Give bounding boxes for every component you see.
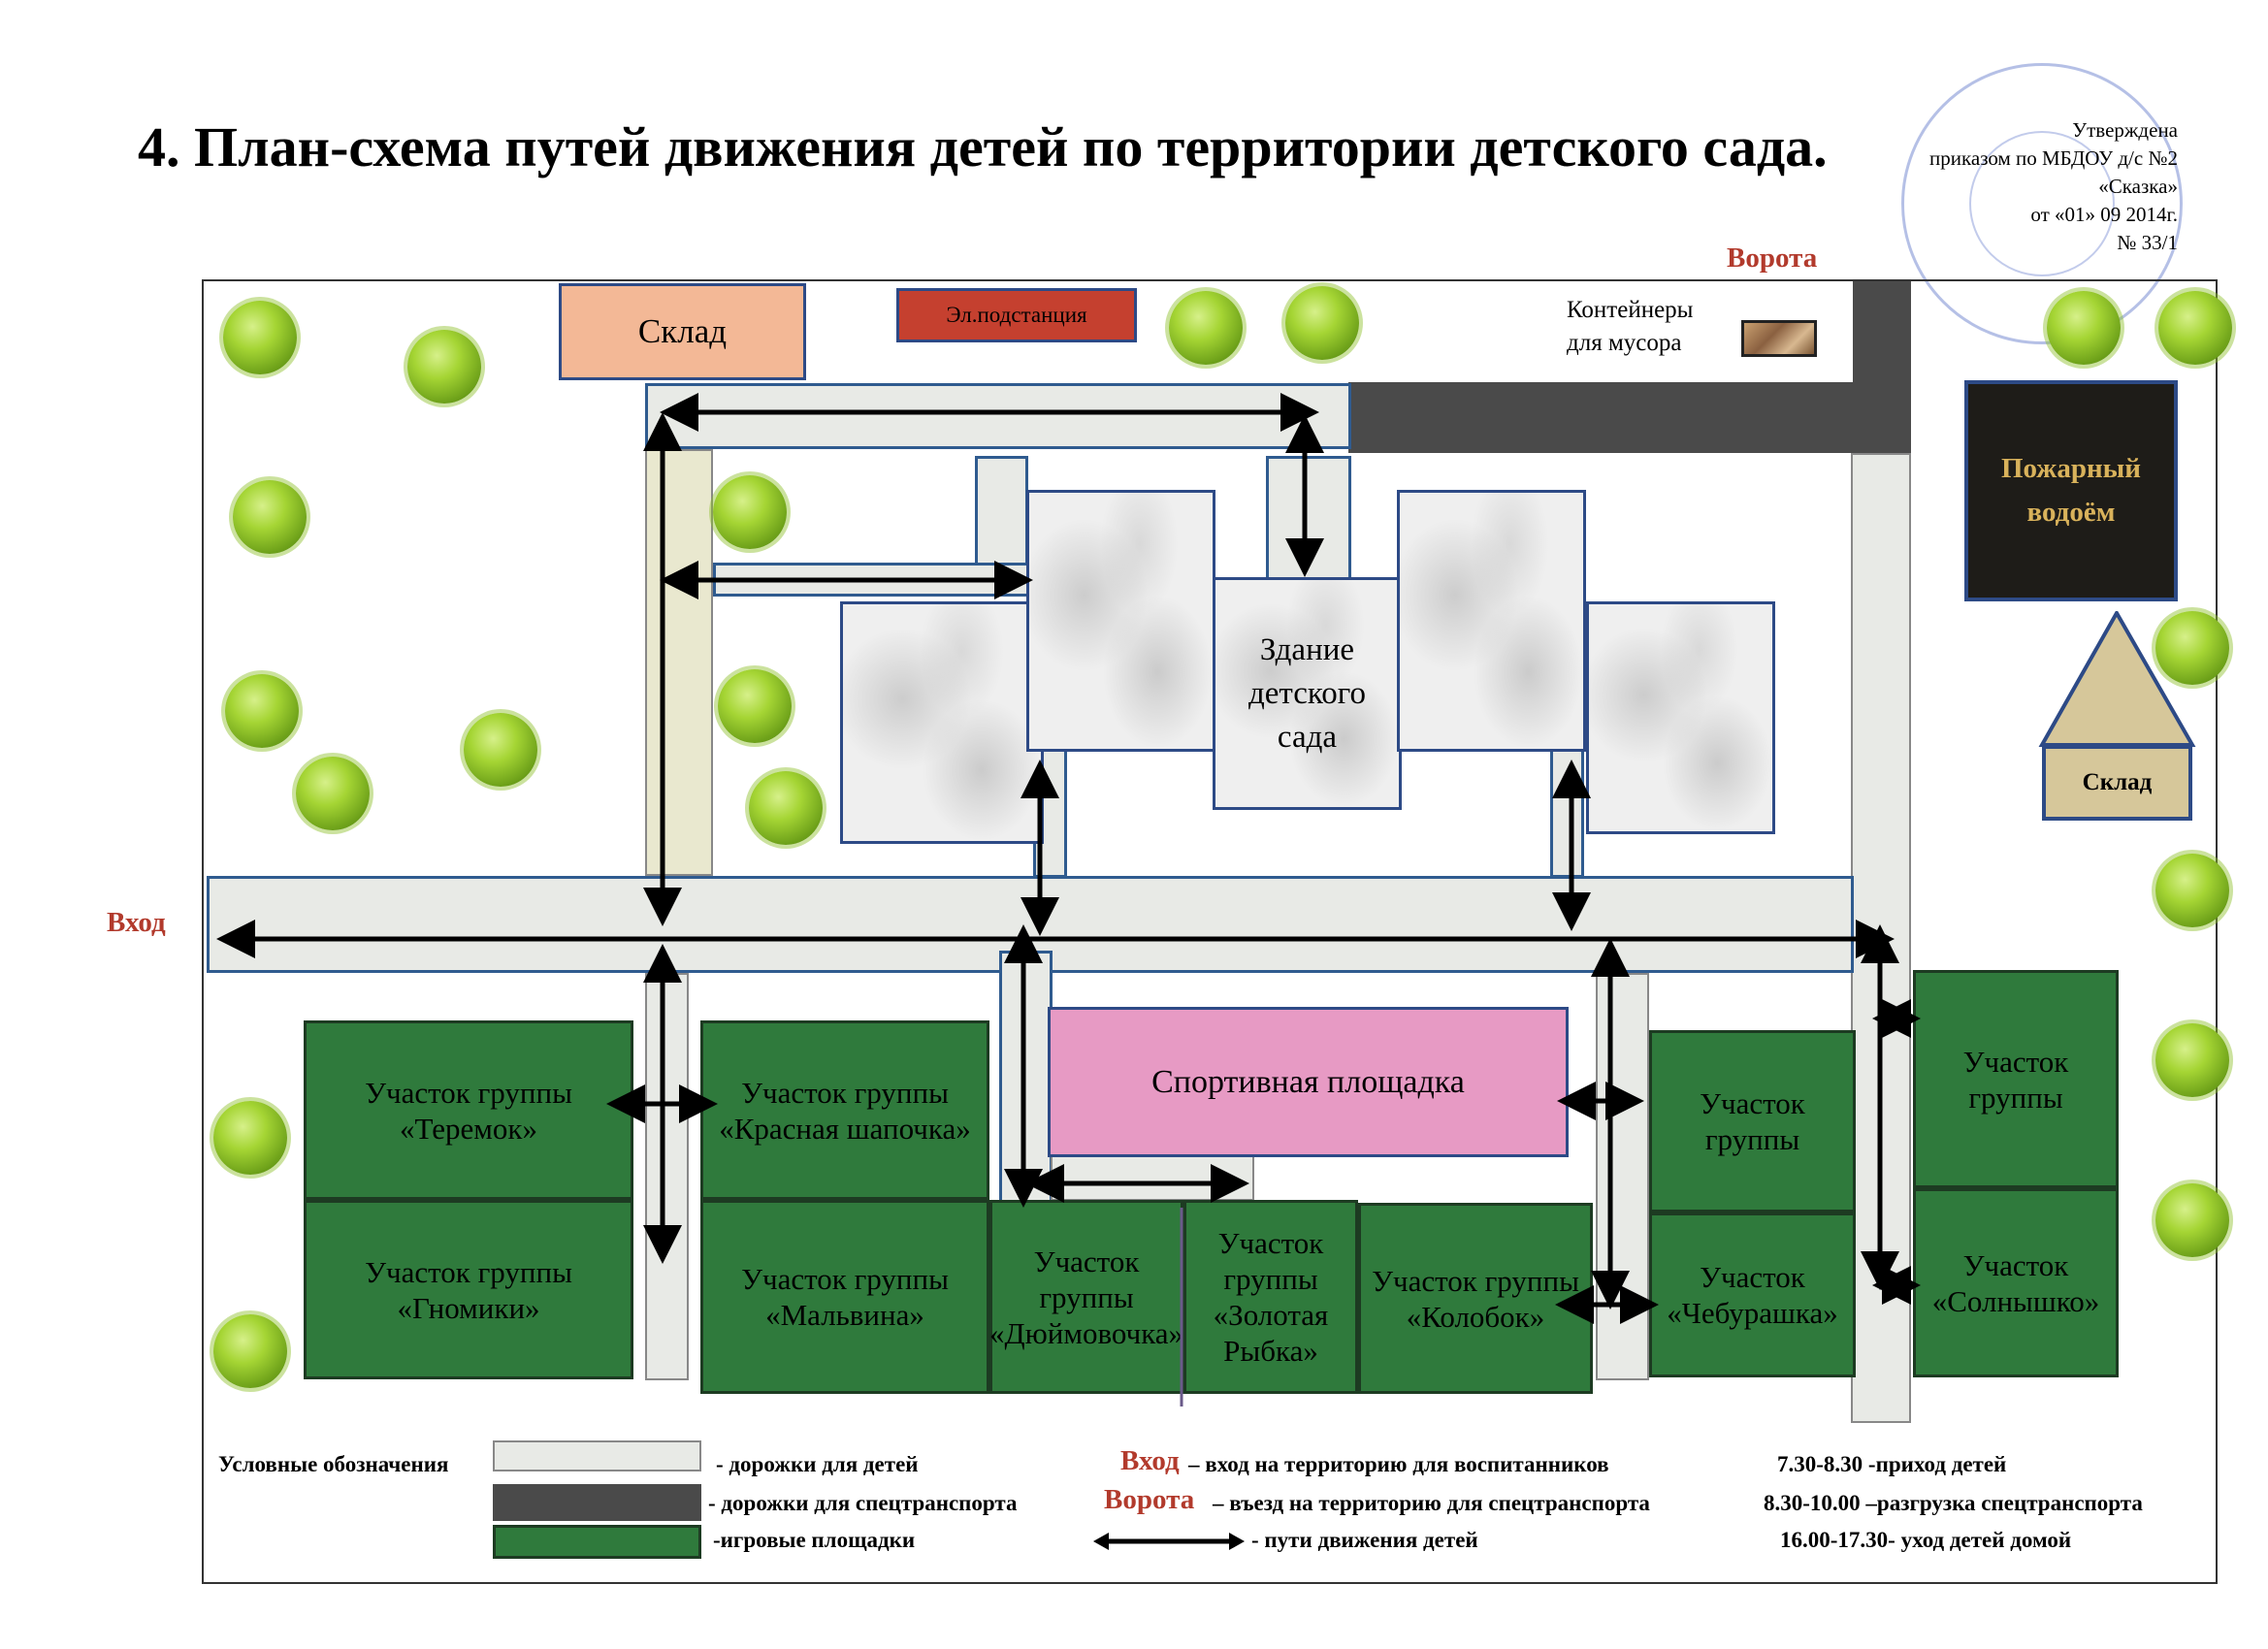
warehouse-top-label: Склад bbox=[637, 312, 728, 350]
tree-icon bbox=[2155, 1183, 2229, 1257]
tree-icon bbox=[718, 669, 792, 743]
legend-entrance-desc: – вход на территорию для воспитанников bbox=[1188, 1452, 1609, 1476]
legend-heading: Условные обозначения bbox=[218, 1452, 449, 1476]
legend-swatch-children-paths bbox=[493, 1440, 701, 1471]
containers-label: Контейнеры для мусора bbox=[1567, 297, 1694, 356]
warehouse-right: Склад bbox=[2042, 745, 2192, 821]
legend-swatch-play-areas bbox=[493, 1525, 701, 1559]
zone-teremok-label: Участок группы «Теремок» bbox=[365, 1075, 572, 1146]
zone-duymovochka-label: Участок группы «Дюймовочка» bbox=[988, 1244, 1184, 1350]
zone-malvina: Участок группы «Мальвина» bbox=[700, 1200, 989, 1394]
legend-time-1: 7.30-8.30 -приход детей bbox=[1777, 1452, 2007, 1476]
zone-solnyshko-label: Участок «Солнышко» bbox=[1931, 1247, 2100, 1318]
substation-label: Эл.подстанция bbox=[946, 303, 1087, 327]
zone-malvina-label: Участок группы «Мальвина» bbox=[741, 1262, 949, 1332]
gate-label: Ворота bbox=[1727, 242, 1818, 274]
approval-line-5: № 33/1 bbox=[2117, 231, 2178, 254]
official-stamp bbox=[1901, 63, 2183, 344]
tree-icon bbox=[296, 757, 370, 830]
tree-icon bbox=[2155, 611, 2229, 685]
tree-icon bbox=[1169, 291, 1243, 365]
zone-group-a-label: Участок группы bbox=[1700, 1086, 1805, 1156]
legend-routes: - пути движения детей bbox=[1251, 1528, 1478, 1552]
building-wing-1 bbox=[840, 601, 1044, 844]
territory-map bbox=[202, 279, 2218, 1584]
tree-icon bbox=[213, 1314, 287, 1388]
fire-pond-label: Пожарный водоём bbox=[2000, 453, 2142, 528]
zone-group-a: Участок группы bbox=[1649, 1030, 1856, 1212]
zone-group-b: Участок группы bbox=[1913, 970, 2119, 1188]
tree-icon bbox=[464, 713, 537, 787]
zone-krasnaya-label: Участок группы «Красная шапочка» bbox=[719, 1075, 971, 1146]
zone-group-b-label: Участок группы bbox=[1962, 1044, 2069, 1115]
approval-line-4: от «01» 09 2014г. bbox=[2030, 203, 2178, 226]
building-wing-3 bbox=[1397, 490, 1586, 752]
approval-line-2: приказом по МБДОУ д/с №2 bbox=[1929, 146, 2178, 170]
legend-route-arrow-icon bbox=[1093, 1533, 1245, 1550]
zone-zolotaya-label: Участок группы «Золотая Рыбка» bbox=[1213, 1226, 1329, 1368]
service-road-gate bbox=[1853, 281, 1911, 456]
page-title: 4. План-схема путей движения детей по те… bbox=[138, 115, 1828, 178]
tree-icon bbox=[749, 771, 823, 845]
zone-kolobok: Участок группы «Колобок» bbox=[1358, 1203, 1593, 1394]
warehouse-right-label: Склад bbox=[2082, 769, 2153, 795]
tree-icon bbox=[713, 475, 787, 549]
legend-play-areas: -игровые площадки bbox=[713, 1528, 916, 1552]
sports-ground: Спортивная площадка bbox=[1048, 1007, 1569, 1157]
approval-line-1: Утверждена bbox=[2072, 118, 2178, 142]
approval-block: Утверждена приказом по МБДОУ д/с №2 «Ска… bbox=[1901, 116, 2178, 257]
legend-swatch-service-paths bbox=[493, 1484, 701, 1521]
zone-cheburashka-label: Участок «Чебурашка» bbox=[1667, 1260, 1838, 1330]
entrance-label: Вход bbox=[107, 907, 166, 938]
building-label: Здание детского сада bbox=[1248, 631, 1366, 755]
zone-kolobok-label: Участок группы «Колобок» bbox=[1372, 1263, 1579, 1334]
tree-icon bbox=[2155, 854, 2229, 927]
warehouse-top: Склад bbox=[559, 283, 806, 380]
zone-krasnaya-shapochka: Участок группы «Красная шапочка» bbox=[700, 1020, 989, 1200]
zone-teremok: Участок группы «Теремок» bbox=[304, 1020, 633, 1200]
tree-icon bbox=[2047, 291, 2121, 365]
building-wing-2 bbox=[1026, 490, 1215, 752]
service-road-top bbox=[1348, 382, 1911, 453]
tree-icon bbox=[233, 480, 307, 554]
tree-icon bbox=[213, 1101, 287, 1175]
building-wing-4 bbox=[1586, 601, 1775, 834]
fire-pond: Пожарный водоём bbox=[1964, 380, 2178, 601]
tree-icon bbox=[225, 674, 299, 748]
garbage-container-icon bbox=[1741, 320, 1817, 357]
zone-gnomiki-label: Участок группы «Гномики» bbox=[365, 1254, 572, 1325]
tree-icon bbox=[2158, 291, 2232, 365]
legend-children-paths: - дорожки для детей bbox=[716, 1452, 919, 1476]
building-center: Здание детского сада bbox=[1213, 577, 1402, 810]
legend-service-paths: - дорожки для спецтранспорта bbox=[708, 1491, 1018, 1515]
legend-gate-desc: – въезд на территорию для спецтранспорта bbox=[1213, 1491, 1650, 1515]
tree-icon bbox=[407, 330, 481, 404]
approval-line-3: «Сказка» bbox=[2098, 175, 2178, 198]
tree-icon bbox=[2155, 1023, 2229, 1097]
tree-icon bbox=[1285, 286, 1359, 360]
zone-gnomiki: Участок группы «Гномики» bbox=[304, 1200, 633, 1379]
official-stamp-inner bbox=[1969, 131, 2115, 276]
legend-time-3: 16.00-17.30- уход детей домой bbox=[1780, 1528, 2072, 1552]
zone-zolotaya-rybka: Участок группы «Золотая Рыбка» bbox=[1183, 1200, 1358, 1394]
substation: Эл.подстанция bbox=[896, 288, 1137, 342]
zone-duymovochka: Участок группы «Дюймовочка» bbox=[989, 1200, 1183, 1394]
legend-entrance-word: Вход bbox=[1120, 1445, 1180, 1476]
sports-ground-label: Спортивная площадка bbox=[1151, 1063, 1465, 1100]
legend-time-2: 8.30-10.00 –разгрузка спецтранспорта bbox=[1764, 1491, 2143, 1515]
legend-gate-word: Ворота bbox=[1104, 1484, 1195, 1515]
tree-icon bbox=[223, 301, 297, 374]
